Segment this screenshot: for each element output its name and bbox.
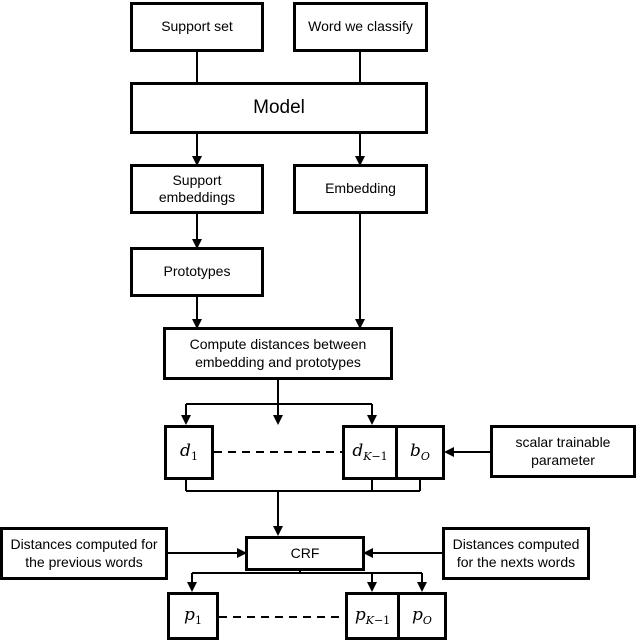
- po-box: pO: [397, 592, 447, 640]
- next-words-box: Distances computed for the nexts words: [442, 527, 590, 580]
- scalar-parameter-label-line1: scalar trainable: [515, 434, 611, 450]
- dk-minus-1-label: dK−1: [352, 441, 388, 464]
- bo-label: bO: [410, 441, 430, 464]
- previous-words-label-line1: Distances computed for: [10, 536, 158, 552]
- next-words-label-line1: Distances computed: [452, 536, 580, 552]
- dk-minus-1-box: dK−1: [342, 425, 398, 480]
- support-embeddings-label-line1: Support: [172, 171, 222, 188]
- p1-box: p1: [167, 592, 219, 640]
- model-label: Model: [253, 97, 305, 119]
- previous-words-box: Distances computed for the previous word…: [0, 527, 168, 580]
- pk-minus-1-label: pK−1: [354, 604, 391, 627]
- compute-distances-label-line1: Compute distances between: [189, 336, 367, 352]
- pk-minus-1-box: pK−1: [345, 592, 400, 640]
- word-we-classify-box: Word we classify: [293, 2, 428, 52]
- bo-box: bO: [395, 425, 445, 480]
- po-label: pO: [412, 604, 432, 627]
- support-set-label: Support set: [161, 18, 233, 35]
- support-embeddings-box: Support embeddings: [130, 164, 264, 214]
- prototypes-label: Prototypes: [163, 263, 231, 280]
- d1-box: d1: [164, 425, 214, 480]
- embedding-box: Embedding: [293, 164, 428, 214]
- crf-label: CRF: [290, 544, 320, 561]
- p1-label: p1: [184, 604, 202, 627]
- scalar-parameter-box: scalar trainable parameter: [490, 425, 636, 478]
- next-words-label-line2: for the nexts words: [456, 553, 576, 570]
- support-embeddings-label-line2: embeddings: [158, 189, 236, 205]
- word-we-classify-label: Word we classify: [308, 18, 413, 35]
- crf-box: CRF: [245, 536, 365, 571]
- embedding-label: Embedding: [325, 180, 396, 197]
- support-set-box: Support set: [130, 2, 264, 52]
- compute-distances-box: Compute distances between embedding and …: [163, 327, 393, 380]
- d1-label: d1: [180, 441, 198, 464]
- scalar-parameter-label-line2: parameter: [531, 451, 595, 468]
- compute-distances-label-line2: embedding and prototypes: [195, 353, 361, 370]
- previous-words-label-line2: the previous words: [25, 553, 143, 570]
- prototypes-box: Prototypes: [130, 247, 264, 297]
- model-box: Model: [130, 82, 428, 134]
